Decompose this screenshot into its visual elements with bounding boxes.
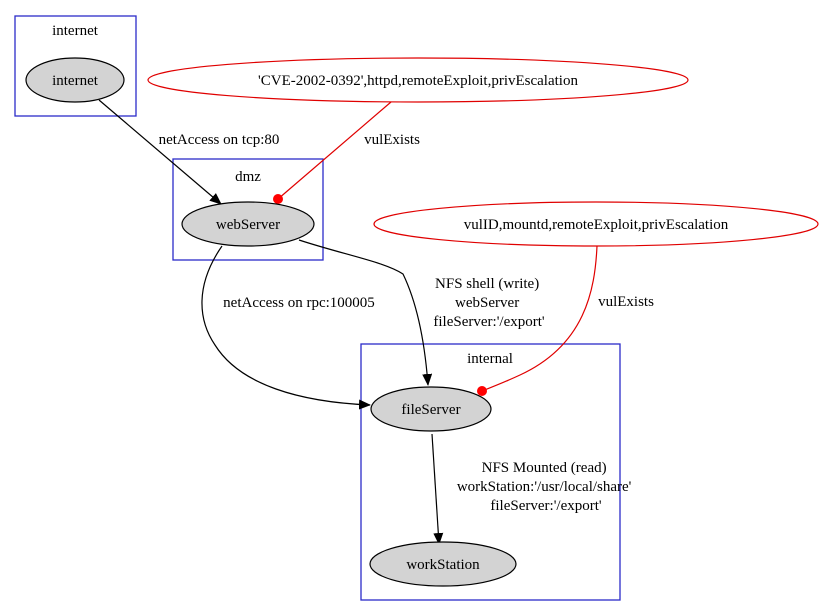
node-internet[interactable]: internet <box>25 57 125 103</box>
node-workstation-label: workStation <box>406 557 480 573</box>
nfs-mounted-line-3: fileServer:'/export' <box>490 498 601 514</box>
edge-nfs-mounted-read: NFS Mounted (read) workStation:'/usr/loc… <box>431 433 635 545</box>
edge-vulexists-mountd: vulExists <box>477 245 654 396</box>
vuln-node-mountd[interactable]: vulID,mountd,remoteExploit,privEscalatio… <box>373 201 819 247</box>
nfs-mounted-line-2: workStation:'/usr/local/share' <box>457 479 632 495</box>
edge-label-netaccess-rpc: netAccess on rpc:100005 <box>223 295 375 311</box>
edge-label-nfs-shell: NFS shell (write) webServer fileServer:'… <box>433 276 544 330</box>
cluster-dmz-label: dmz <box>235 169 261 185</box>
node-fileserver-label: fileServer <box>401 402 460 418</box>
edge-webserver-to-fileserver-rpc: netAccess on rpc:100005 <box>201 245 375 410</box>
node-workstation[interactable]: workStation <box>369 541 517 587</box>
edge-label-netaccess-tcp: netAccess on tcp:80 <box>159 132 280 148</box>
nfs-shell-line-2: webServer <box>455 295 519 311</box>
node-internet-label: internet <box>52 73 99 89</box>
cluster-internal-label: internal <box>467 351 513 367</box>
edge-label-vulexists-1: vulExists <box>364 132 420 148</box>
node-fileserver[interactable]: fileServer <box>370 386 492 432</box>
edge-vulexists-cve: vulExists <box>273 101 420 204</box>
cluster-internet-label: internet <box>52 23 99 39</box>
edge-label-vulexists-2: vulExists <box>598 294 654 310</box>
edge-internet-to-webserver: netAccess on tcp:80 <box>98 99 280 205</box>
node-webserver[interactable]: webServer <box>181 201 315 247</box>
vuln-mountd-label: vulID,mountd,remoteExploit,privEscalatio… <box>464 217 729 233</box>
nfs-shell-line-3: fileServer:'/export' <box>433 314 544 330</box>
nfs-shell-line-1: NFS shell (write) <box>435 276 539 292</box>
cluster-internal: internal <box>360 343 621 601</box>
edge-nfs-shell-write: NFS shell (write) webServer fileServer:'… <box>298 239 545 386</box>
vuln-cve-label: 'CVE-2002-0392',httpd,remoteExploit,priv… <box>258 73 578 89</box>
vuln-node-cve-2002-0392[interactable]: 'CVE-2002-0392',httpd,remoteExploit,priv… <box>147 57 689 103</box>
node-webserver-label: webServer <box>216 217 280 233</box>
vuln-dot-fileserver <box>477 386 487 396</box>
cluster-internet: internet <box>14 15 137 117</box>
vuln-dot-webserver <box>273 194 283 204</box>
nfs-mounted-line-1: NFS Mounted (read) <box>482 460 607 476</box>
cluster-dmz: dmz <box>172 158 324 261</box>
edge-label-nfs-mounted: NFS Mounted (read) workStation:'/usr/loc… <box>457 460 635 514</box>
